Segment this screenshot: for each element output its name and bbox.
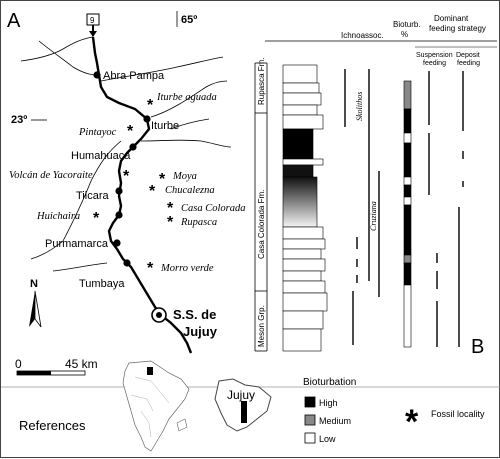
town-label: Abra Pampa (103, 70, 165, 82)
locality-label: Morro verde (160, 263, 214, 274)
locality-label: Iturbe aguada (156, 92, 217, 103)
legend-swatch-low (304, 432, 316, 444)
north-arrow-icon (29, 291, 35, 327)
town-label: Iturbe (151, 120, 179, 132)
panel-a-letter: A (7, 10, 21, 32)
country-borders (130, 376, 170, 438)
fossil-locality-icon: * (159, 171, 166, 188)
bioturbation-bar (403, 80, 412, 348)
fossil-locality-icon: * (167, 214, 174, 231)
feeding-strategy-ranges (428, 71, 464, 347)
lithologic-log (282, 64, 328, 352)
fossil-locality-legend-icon: * (405, 403, 419, 441)
scale-zero: 0 (15, 357, 22, 371)
town-abra-pampa (93, 71, 101, 79)
fossil-locality-icon: * (147, 260, 154, 277)
fossil-locality-icon: * (167, 200, 174, 217)
fossil-locality-icon: * (127, 123, 134, 140)
town-label: Purmamarca (45, 238, 109, 250)
capital-label: Jujuy (183, 324, 218, 339)
towns (93, 71, 151, 267)
map-panel: A 9 65º 23º (7, 10, 245, 376)
header-deposit: Deposit (456, 52, 480, 59)
legend-label-low: Low (319, 434, 336, 444)
header-percent: % (401, 30, 408, 39)
fossil-locality-icon: * (93, 210, 100, 227)
fossil-locality-icon: * (123, 168, 130, 185)
scale-distance: 45 km (65, 357, 98, 371)
town-labels: Abra Pampa Iturbe Humahuaca Tilcara Purm… (45, 70, 179, 290)
references-strip: References Jujuy Bioturbation High Mediu… (1, 360, 500, 452)
town-tumbaya (123, 259, 131, 267)
south-america-map (122, 360, 190, 452)
islands-map (176, 418, 188, 432)
header-feeding-strategy: feeding strategy (429, 24, 486, 33)
legend-swatch-high (304, 396, 316, 408)
locality-label: Moya (172, 171, 197, 182)
header-suspension-feeding: feeding (423, 60, 446, 67)
capital-label: S.S. de (173, 307, 216, 322)
locality-label: Chucalezna (165, 185, 215, 196)
legend-swatch-medium (304, 414, 316, 426)
rivers (20, 36, 232, 272)
town-label: Tilcara (76, 190, 109, 202)
fossil-locality-icon: * (147, 97, 154, 114)
north-label: N (30, 278, 38, 290)
town-purmamarca (113, 239, 121, 247)
longitude-label: 65º (181, 14, 197, 26)
formation-labels: Rupasca Fm. Casa Colorada Fm. Meson Grp. (257, 57, 266, 347)
header-dominant: Dominant (434, 14, 469, 23)
formation-label: Rupasca Fm. (257, 57, 266, 105)
town-tilcara (115, 187, 123, 195)
route-arrow-head (89, 31, 97, 37)
formation-label: Meson Grp. (257, 305, 266, 347)
town-label: Tumbaya (79, 278, 125, 290)
fossil-markers: * * * * * * * * * (93, 97, 174, 277)
formation-label: Casa Colorada Fm. (257, 190, 266, 259)
legend-label-high: High (319, 398, 338, 408)
locality-labels: Iturbe aguada Pintayoc Volcán de Yacorai… (9, 92, 245, 274)
locality-label: Volcán de Yacoraite (9, 170, 93, 181)
locality-label: Huichaira (36, 211, 80, 222)
legend-label-medium: Medium (319, 416, 351, 426)
jujuy-highlight (147, 367, 153, 375)
ichnofacies-label: Cruziana (369, 201, 378, 231)
jujuy-label: Jujuy (227, 388, 255, 402)
capital-marker-dot (156, 312, 162, 318)
locality-label: Pintayoc (78, 127, 117, 138)
fossil-locality-icon: * (149, 183, 156, 200)
north-arrow-icon-right (34, 290, 42, 328)
header-bioturb: Bioturb. (393, 20, 421, 29)
scale-bar-fill (17, 371, 51, 375)
header-suspension: Suspension (416, 52, 453, 59)
log-headers: Ichnoassoc. Bioturb. % Dominant feeding … (341, 14, 486, 40)
ichnoassoc-ranges (344, 69, 380, 345)
references-label: References (19, 418, 86, 433)
town-iturbe (143, 115, 151, 123)
legend-title: Bioturbation (303, 377, 356, 388)
formation-column (254, 62, 268, 352)
town-label: Humahuaca (71, 150, 131, 162)
header-deposit-feeding: feeding (457, 60, 480, 67)
latitude-label: 23º (11, 114, 27, 126)
locality-label: Casa Colorada (181, 203, 245, 214)
town-humahuaca (129, 143, 137, 151)
main-road (91, 36, 193, 354)
panel-b-letter: B (471, 336, 484, 358)
locality-label: Rupasca (180, 217, 217, 228)
ichnofacies-label: Skolithos (355, 92, 364, 121)
header-ichnoassoc: Ichnoassoc. (341, 31, 384, 40)
ichnofacies-labels: Skolithos Cruziana (355, 92, 378, 231)
route-shield-label: 9 (90, 16, 95, 25)
fossil-locality-legend-label: Fossil locality (431, 409, 485, 419)
town-tilcara-south (115, 211, 123, 219)
log-subheaders: Suspension feeding Deposit feeding (416, 52, 480, 67)
log-panel: Ichnoassoc. Bioturb. % Dominant feeding … (254, 14, 497, 358)
study-area-marker (241, 401, 247, 423)
